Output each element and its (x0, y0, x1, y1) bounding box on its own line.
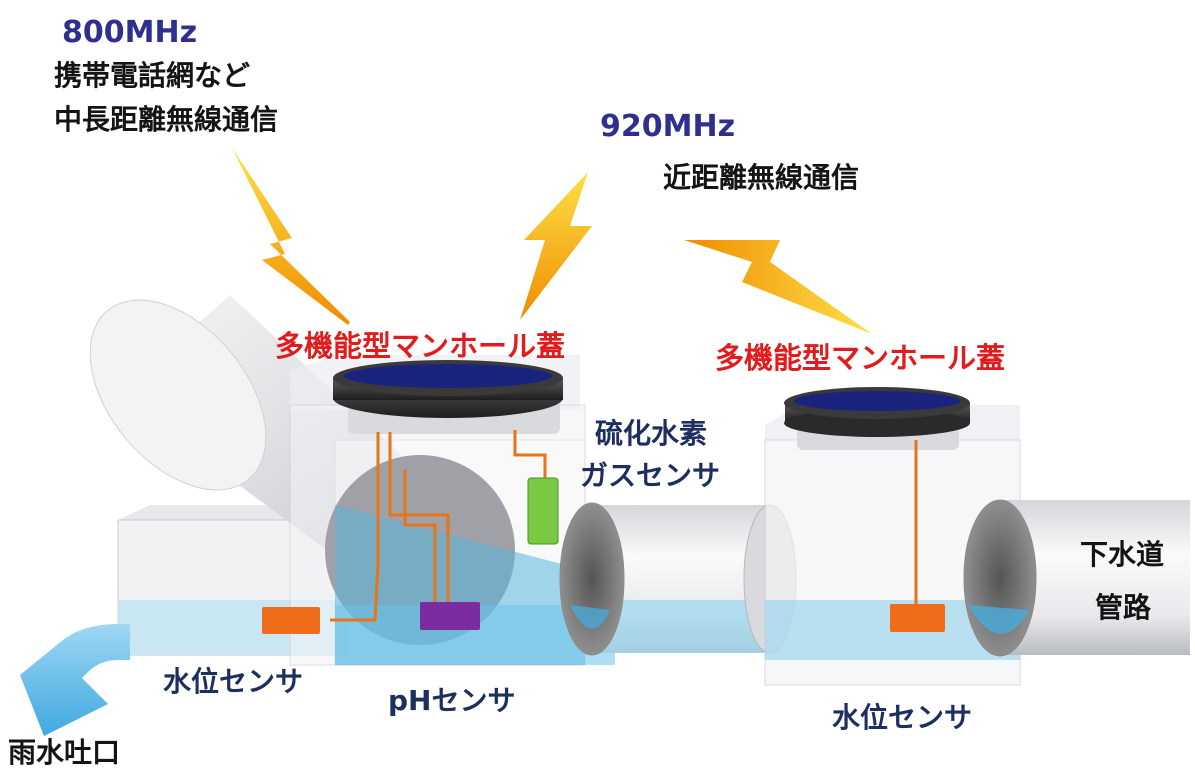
water-level-sensor-right-label: 水位センサ (832, 701, 973, 734)
short-range-label: 近距離無線通信 (663, 161, 860, 194)
lightning-short-range-icon (520, 172, 592, 320)
water-level-sensor-left-label: 水位センサ (163, 665, 304, 698)
long-range-line1-label: 携帯電話網など (54, 59, 251, 92)
frequency-920-label: 920MHz (600, 109, 736, 144)
water-level-sensor-right-icon (890, 604, 945, 632)
sewer-pipe-line1-label: 下水道 (1080, 538, 1165, 571)
h2s-sensor-line2-label: ガスセンサ (580, 459, 721, 492)
sewer-pipe-line2-label: 管路 (1095, 591, 1152, 624)
manhole-cover-right-label: 多機能型マンホール蓋 (715, 341, 1006, 375)
lightning-short-range-2-icon (684, 240, 872, 334)
lightning-long-range-icon (232, 148, 350, 325)
frequency-800-label: 800MHz (62, 15, 198, 50)
manhole-cover-left-label: 多機能型マンホール蓋 (275, 329, 566, 363)
h2s-sensor-line1-label: 硫化水素 (595, 417, 708, 450)
water-level-sensor-left-icon (262, 607, 320, 634)
right-sewer-pipe (963, 499, 1190, 657)
manhole-cover-left-icon (333, 360, 563, 434)
rainwater-outflow-arrow-icon (20, 624, 130, 736)
manhole-cover-right-icon (784, 387, 970, 450)
sensor-wires (330, 430, 918, 622)
ph-sensor-label: pHセンサ (388, 684, 516, 717)
ph-sensor-icon (420, 602, 480, 630)
h2s-gas-sensor-icon (527, 477, 559, 545)
rainwater-outlet-label: 雨水吐口 (8, 736, 121, 769)
middle-pipe (559, 502, 797, 656)
long-range-line2-label: 中長距離無線通信 (54, 103, 279, 136)
pipe-mouth-left (559, 502, 625, 656)
